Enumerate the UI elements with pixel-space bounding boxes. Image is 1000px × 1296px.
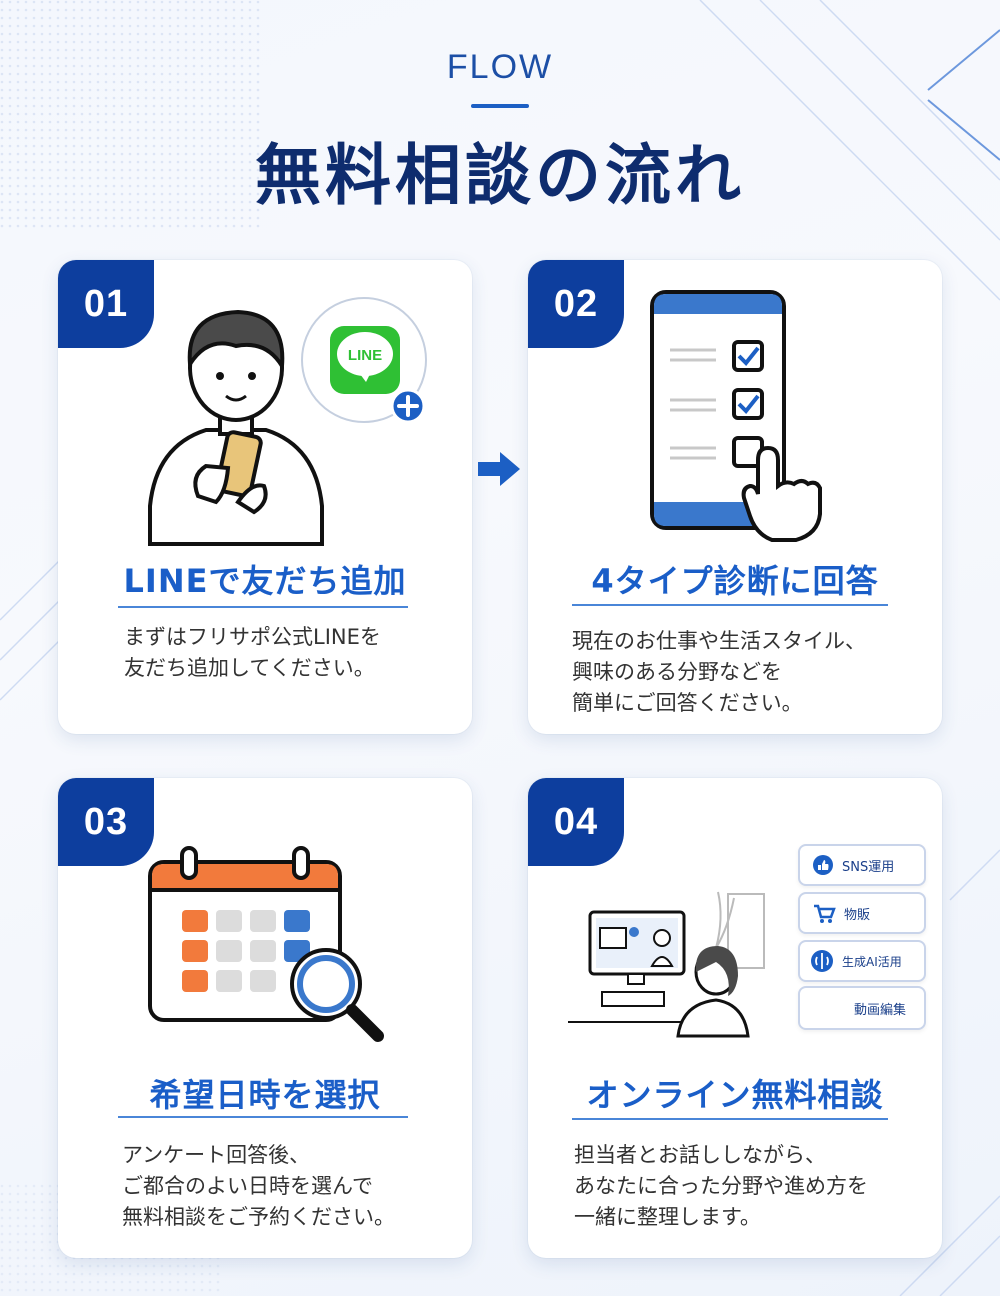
step-title: LINEで友だち追加: [123, 562, 407, 600]
step-number-badge: 03: [58, 778, 154, 866]
line-logo-text: LINE: [348, 347, 382, 364]
tag-label: 動画編集: [853, 1002, 906, 1018]
step-description: 現在のお仕事や生活スタイル、 興味のある分野などを 簡単にご回答ください。: [572, 629, 866, 715]
tag-label: 生成AI活用: [842, 954, 902, 969]
step-number-badge: 02: [528, 260, 624, 348]
checklist-phone-icon: [650, 290, 822, 542]
step-description: アンケート回答後、 ご都合のよい日時を選んで 無料相談をご予約ください。: [122, 1143, 395, 1229]
step-title: 希望日時を選択: [149, 1076, 381, 1114]
step-title: 4タイプ診断に回答: [591, 562, 879, 600]
step-card-01: 01 LINE LINEで友だち追加 まずはフリサポ公式LINEを 友だち追加し…: [58, 260, 472, 734]
title-underline: [572, 1118, 888, 1120]
title-underline: [572, 604, 888, 606]
person-with-phone-icon: [148, 309, 324, 546]
step-number-badge: 01: [58, 260, 154, 348]
page-title: 無料相談の流れ: [255, 137, 745, 214]
step-card-04: 04 SNS運用 物販 生成AI活用 動画編集 オンライン無料相談 担当者とお話: [528, 778, 942, 1258]
thumbs-up-icon: [813, 855, 833, 875]
step-number-badge: 04: [528, 778, 624, 866]
online-meeting-icon: [568, 891, 765, 1038]
topic-tag-video: 動画編集: [798, 986, 926, 1030]
step-description: 担当者とお話ししながら、 あなたに合った分野や進め方を 一緒に整理します。: [574, 1143, 868, 1229]
calendar-search-icon: [148, 846, 384, 1042]
tag-label: SNS運用: [842, 859, 895, 875]
title-underline: [118, 606, 408, 608]
topic-tag-bussan: 物販: [798, 892, 926, 934]
topic-tag-ai: 生成AI活用: [798, 940, 926, 982]
step-card-02: 02 4タイプ診断に回答 現在のお仕事や生活スタイル、 興味のある分野などを 簡…: [528, 260, 942, 734]
step-title: オンライン無料相談: [586, 1076, 884, 1114]
arrow-right-icon: [478, 452, 520, 486]
topic-tag-sns: SNS運用: [798, 844, 926, 886]
eyebrow-underline: [471, 104, 529, 108]
tag-label: 物販: [844, 907, 871, 923]
step-description: まずはフリサポ公式LINEを 友だち追加してください。: [124, 625, 381, 680]
shopping-cart-icon: [814, 904, 836, 923]
section-eyebrow: FLOW: [446, 48, 554, 86]
title-underline: [118, 1116, 408, 1118]
brain-icon: [811, 950, 833, 972]
step-card-03: 03 希望日時を選択 アンケート回答後、 ご都合のよい日時を選んで 無料相談をご…: [58, 778, 472, 1258]
line-add-friend-icon: LINE: [301, 297, 427, 424]
